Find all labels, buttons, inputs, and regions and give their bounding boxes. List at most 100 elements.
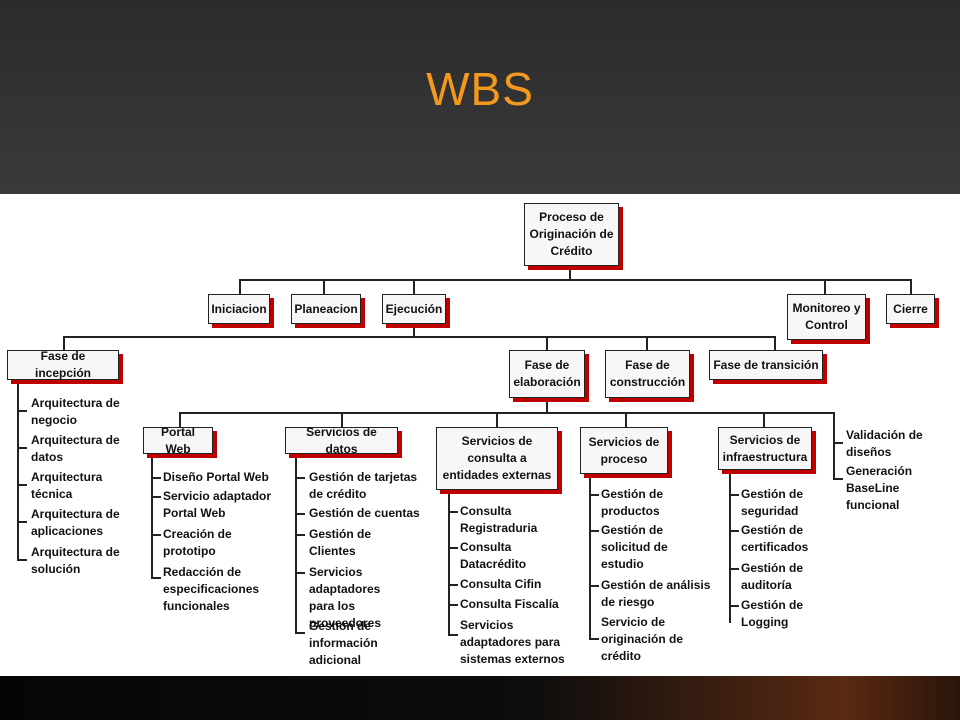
datos-item: Gestión de Clientes: [309, 527, 372, 558]
connector: [496, 412, 498, 427]
service-proceso-box: Servicios de proceso: [580, 427, 668, 474]
phase-planeacion-label: Planeacion: [294, 301, 358, 316]
connector: [17, 559, 27, 561]
stage-incepcion-box: Fase de incepción: [7, 349, 119, 380]
stage-incepcion-label: Fase de incepción: [34, 349, 91, 380]
connector: [763, 412, 765, 427]
slide-header: WBS: [0, 0, 960, 194]
connector: [413, 324, 415, 336]
incepcion-item: Arquitectura de aplicaciones: [31, 507, 120, 538]
connector: [295, 572, 305, 574]
connector: [17, 521, 27, 523]
connector: [833, 412, 835, 478]
stage-transicion-label: Fase de transición: [713, 357, 819, 372]
proceso-item: Servicio de originación de crédito: [601, 615, 684, 663]
incepcion-item: Arquitectura de datos: [31, 433, 120, 464]
incepcion-item: Arquitectura técnica: [31, 470, 103, 501]
connector: [824, 279, 826, 294]
connector: [413, 279, 415, 294]
connector: [17, 447, 27, 449]
elaboracion-item: Generación BaseLine funcional: [846, 464, 913, 512]
connector: [151, 496, 161, 498]
connector: [63, 336, 775, 338]
elaboracion-item: Validación de diseños: [846, 428, 923, 459]
connector: [151, 577, 161, 579]
service-proceso-label: Servicios de proceso: [588, 434, 660, 466]
proceso-item: Gestión de solicitud de estudio: [601, 523, 668, 571]
connector: [729, 568, 739, 570]
stage-transicion-box: Fase de transición: [709, 350, 823, 380]
phase-iniciacion-box: Iniciacion: [208, 294, 270, 324]
connector: [341, 412, 343, 427]
connector: [833, 478, 843, 480]
connector: [729, 494, 739, 496]
connector: [179, 412, 181, 427]
consulta-item: Consulta Datacrédito: [460, 540, 527, 571]
datos-item: Servicios adaptadores para los proveedor…: [309, 565, 382, 630]
phase-planeacion-box: Planeacion: [291, 294, 361, 324]
incepcion-item: Arquitectura de negocio: [31, 396, 120, 427]
incepcion-item: Arquitectura de solución: [31, 545, 120, 576]
connector: [546, 398, 548, 412]
connector: [151, 477, 161, 479]
proceso-item: Gestión de productos: [601, 487, 664, 518]
phase-iniciacion-label: Iniciacion: [211, 301, 267, 316]
proceso-item: Gestión de análisis de riesgo: [601, 578, 711, 609]
connector: [729, 530, 739, 532]
connector: [63, 336, 65, 350]
connector: [589, 585, 599, 587]
connector: [295, 534, 305, 536]
datos-item: Gestión de información adicional: [309, 619, 378, 667]
wbs-root-label: Proceso de Originación de Crédito: [529, 210, 614, 258]
stage-elaboracion-label: Fase de elaboración: [513, 358, 581, 389]
service-datos-box: Servicios de datos: [285, 425, 398, 456]
connector: [646, 336, 648, 350]
connector: [151, 534, 161, 536]
connector: [323, 279, 325, 294]
service-datos-label: Servicios de datos: [306, 424, 377, 456]
connector: [729, 470, 731, 623]
connector: [448, 511, 458, 513]
portal-item: Creación de prototipo: [163, 527, 232, 558]
connector: [295, 454, 297, 634]
connector: [448, 490, 450, 636]
connector: [729, 605, 739, 607]
phase-monitoreo-label: Monitoreo y Control: [792, 301, 861, 332]
infra-item: Gestión de certificados: [741, 523, 809, 554]
service-portal-box: Portal Web: [143, 425, 213, 456]
wbs-diagram: Proceso de Originación de Crédito Inicia…: [0, 194, 960, 676]
connector: [17, 410, 27, 412]
connector: [17, 380, 19, 561]
service-infra-label: Servicios de infraestructura: [722, 432, 808, 464]
connector: [448, 604, 458, 606]
connector: [589, 530, 599, 532]
phase-ejecucion-box: Ejecución: [382, 294, 446, 324]
connector: [239, 279, 911, 281]
stage-elaboracion-box: Fase de elaboración: [509, 350, 585, 398]
connector: [448, 547, 458, 549]
service-portal-label: Portal Web: [160, 424, 195, 456]
phase-ejecucion-label: Ejecución: [385, 301, 443, 316]
consulta-item: Consulta Fiscalía: [460, 597, 559, 611]
consulta-item: Servicios adaptadores para sistemas exte…: [460, 618, 565, 666]
connector: [179, 412, 833, 414]
datos-item: Gestión de tarjetas de crédito: [309, 470, 418, 501]
connector: [239, 279, 241, 294]
service-consulta-box: Servicios de consulta a entidades extern…: [436, 427, 558, 490]
portal-item: Servicio adaptador Portal Web: [163, 489, 272, 520]
phase-cierre-label: Cierre: [893, 301, 928, 316]
connector: [295, 477, 305, 479]
connector: [546, 336, 548, 350]
connector: [151, 454, 153, 579]
portal-item: Diseño Portal Web: [163, 470, 269, 484]
connector: [295, 513, 305, 515]
phase-cierre-box: Cierre: [886, 294, 935, 324]
connector: [569, 266, 571, 279]
stage-construccion-box: Fase de construcción: [605, 350, 690, 398]
phase-monitoreo-box: Monitoreo y Control: [787, 294, 866, 340]
connector: [448, 634, 458, 636]
infra-item: Gestión de auditoría: [741, 561, 804, 592]
connector: [448, 584, 458, 586]
connector: [295, 632, 305, 634]
connector: [589, 474, 591, 640]
